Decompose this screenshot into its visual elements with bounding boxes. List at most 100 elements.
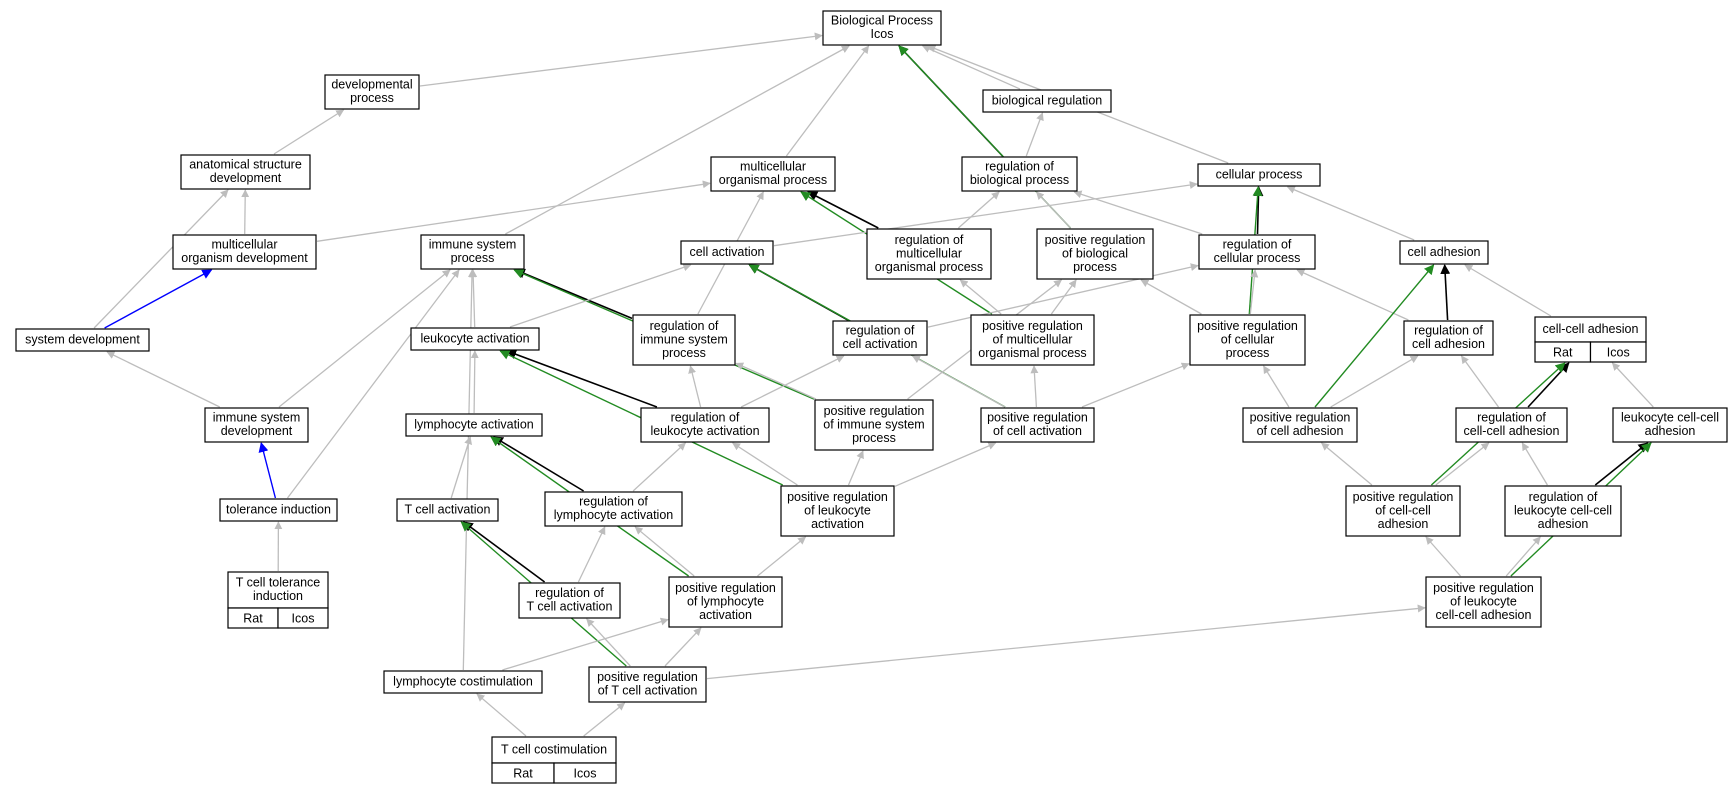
node-label-line: of cell adhesion xyxy=(1257,424,1344,438)
go-term-node[interactable]: cell adhesion xyxy=(1399,240,1489,265)
node-label-line: regulation of xyxy=(895,233,964,247)
go-term-node[interactable]: leukocyte activation xyxy=(410,327,540,351)
edge-risp-to-isp xyxy=(514,268,633,320)
edge-isd-to-isp xyxy=(278,269,451,408)
node-label-line: adhesion xyxy=(1538,517,1589,531)
edge-dev-to-bp xyxy=(419,32,823,87)
node-box xyxy=(204,407,309,443)
node-label-line: positive regulation xyxy=(824,404,925,418)
edge-prccadh-to-prcadh xyxy=(1320,442,1373,486)
node-label-line: T cell costimulation xyxy=(501,742,607,756)
node-label-line: of lymphocyte xyxy=(687,594,764,608)
node-box xyxy=(982,89,1112,113)
node-box xyxy=(1345,485,1461,537)
edge-lcs-to-prlya xyxy=(502,617,669,671)
edge-tcs-to-lcs xyxy=(476,693,527,737)
node-label-line: tolerance induction xyxy=(226,502,331,516)
edge-la-to-ca xyxy=(509,263,692,328)
go-term-node[interactable]: T cell activation xyxy=(396,498,499,522)
edge-prla-to-rla xyxy=(732,442,798,486)
edge-lya-to-la xyxy=(470,350,479,414)
node-label-line: process xyxy=(662,346,706,360)
node-box xyxy=(1425,576,1542,628)
go-term-node[interactable]: lymphocyte costimulation xyxy=(383,670,543,694)
go-term-node[interactable]: cell activation xyxy=(680,240,774,265)
node-label-line: lymphocyte activation xyxy=(554,508,674,522)
node-label-line: cell-cell adhesion xyxy=(1464,424,1560,438)
edge-prcadh-to-cadh xyxy=(1314,264,1435,408)
node-box xyxy=(172,234,317,270)
annotation-cell-box xyxy=(553,762,617,784)
node-label-line: induction xyxy=(253,589,303,603)
edge-prla-to-prca xyxy=(894,442,997,487)
go-term-node[interactable]: tolerance induction xyxy=(219,498,338,522)
edge-prtca-to-rtca xyxy=(586,618,631,667)
node-label-line: process xyxy=(1073,260,1117,274)
edge-rcp-to-rbp xyxy=(1073,190,1203,235)
edge-prtca-to-prlya xyxy=(664,627,702,667)
node-box xyxy=(668,576,783,628)
node-label-line: of cell activation xyxy=(993,424,1082,438)
edge-rtca-to-rlya xyxy=(577,526,606,583)
go-term-node[interactable]: biological regulation xyxy=(982,89,1112,113)
node-box xyxy=(420,234,525,270)
go-term-node[interactable]: regulation ofT cell activation xyxy=(518,582,621,619)
node-label-line: regulation of xyxy=(846,324,915,338)
node-box xyxy=(227,571,329,609)
edge-prcp-to-prbp xyxy=(1140,279,1202,315)
node-label-line: leukocyte activation xyxy=(420,331,529,345)
node-box xyxy=(961,156,1078,192)
node-box xyxy=(1399,240,1489,265)
edge-isd-to-sd xyxy=(106,351,220,408)
edge-prlya-to-rlya xyxy=(634,526,695,577)
node-label-line: of immune system xyxy=(823,417,924,431)
go-term-node[interactable]: lymphocyte activation xyxy=(405,413,543,437)
go-term-node[interactable]: system development xyxy=(15,328,150,352)
node-box xyxy=(680,240,774,265)
node-box xyxy=(324,74,420,110)
node-label-line: immune system xyxy=(640,332,728,346)
edge-rla-to-risp xyxy=(688,365,702,408)
node-box xyxy=(970,314,1095,366)
node-label-line: of leukocyte xyxy=(804,503,871,517)
node-label-line: of biological xyxy=(1062,246,1128,260)
node-box xyxy=(1612,407,1728,443)
node-label-line: lymphocyte costimulation xyxy=(393,674,533,688)
go-term-node[interactable]: cellular process xyxy=(1197,163,1321,187)
node-label-line: regulation of xyxy=(985,160,1054,174)
node-label-line: lymphocyte activation xyxy=(414,417,534,431)
edge-rccadh-to-ccadh xyxy=(1527,362,1570,408)
